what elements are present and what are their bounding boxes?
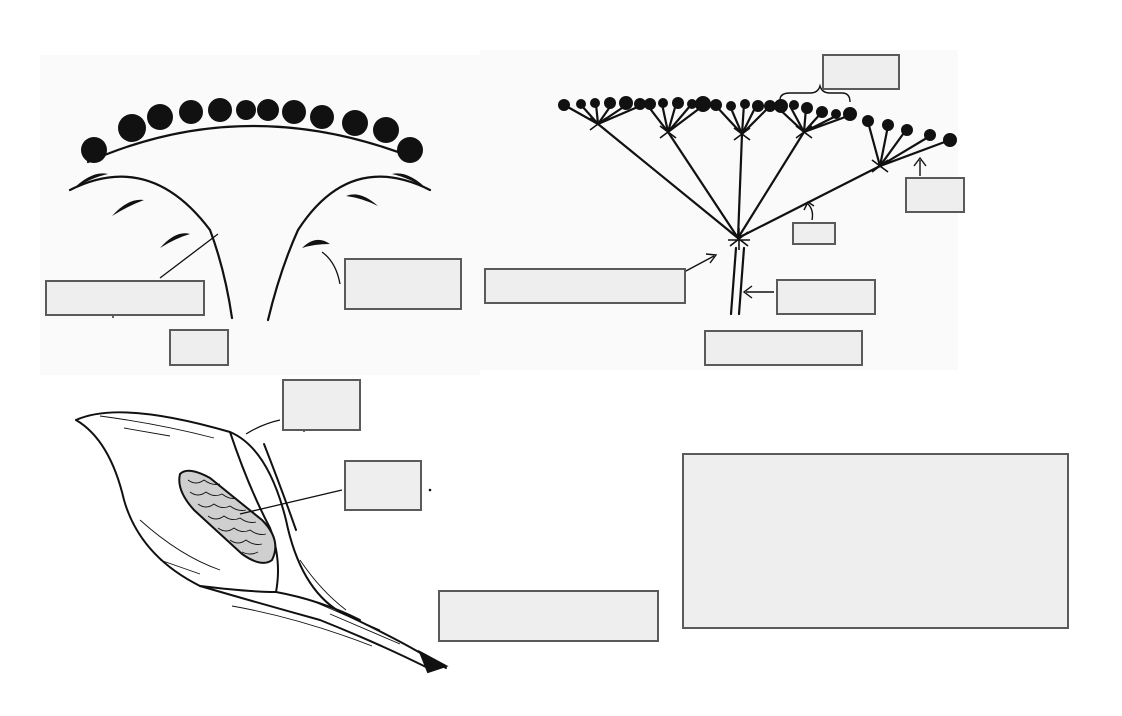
label-box-spadix-right[interactable] <box>344 258 462 310</box>
answer-panel[interactable] <box>682 453 1069 629</box>
umbel-involucre-stars <box>589 117 889 250</box>
label-box-spathe-title[interactable] <box>438 590 659 642</box>
label-box-umbel-right[interactable] <box>905 177 965 213</box>
spathe-drawing <box>75 411 449 674</box>
label-box-umbel-involucre[interactable] <box>484 268 686 304</box>
spadix-bracts <box>72 173 428 248</box>
label-box-umbel-peduncle[interactable] <box>776 279 876 315</box>
umbel-flowers <box>558 96 957 147</box>
label-box-spathe-middle[interactable] <box>344 460 422 511</box>
label-box-spathe-top[interactable] <box>282 379 361 431</box>
spadix-inflorescence-drawing <box>68 124 432 322</box>
umbel-leader-lines <box>683 83 927 299</box>
spathe-veins <box>99 415 401 647</box>
label-box-spadix-bottom[interactable] <box>169 329 229 366</box>
label-box-spadix-left[interactable] <box>45 280 205 316</box>
label-box-umbel-top[interactable] <box>822 54 900 90</box>
stray-dot <box>428 488 432 492</box>
spadix-flowers <box>81 98 423 163</box>
label-box-umbel-ray[interactable] <box>792 222 836 245</box>
enclosed-spadix <box>178 469 277 564</box>
label-box-umbel-title[interactable] <box>704 330 863 366</box>
